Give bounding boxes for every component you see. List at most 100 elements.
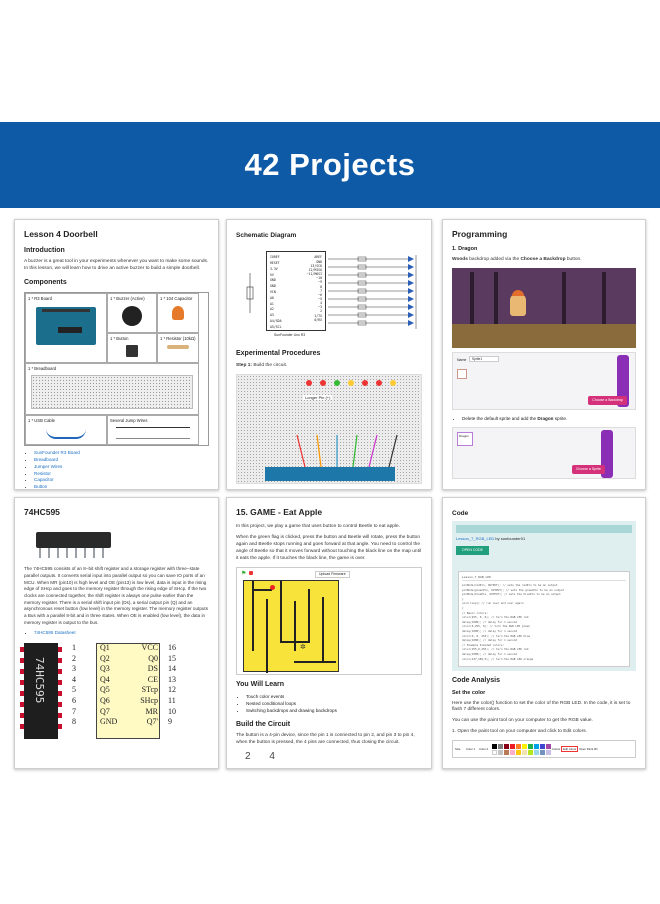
component-buzzer: 1 * Buzzer (Active) [107, 292, 157, 333]
lesson-link[interactable]: Lesson_7_RGB_LED [456, 536, 495, 542]
component-button: 1 * Button [107, 332, 157, 363]
learn-item: Touch color events [246, 694, 422, 701]
link-breadboard[interactable]: Breadboard [34, 456, 59, 462]
build-heading: Build the Circuit [236, 720, 291, 728]
code-panel: Code Lesson_7_RGB_LED by sunfounder01 OP… [442, 497, 646, 769]
breadboard-image [31, 374, 193, 409]
scratch-stage[interactable] [452, 268, 636, 349]
open-paint3d-button[interactable]: Open Paint 3D [579, 747, 598, 752]
learn-heading: You Will Learn [236, 681, 285, 689]
link-capacitor[interactable]: Capacitor [34, 477, 54, 483]
analysis-heading: Code Analysis [452, 677, 500, 685]
hc595-description: The 74HC595 consists of an 8−bit shift r… [24, 566, 209, 625]
board-label: SunFounder Uno R3 [274, 333, 306, 338]
component-label: Several Jump Wires [110, 417, 148, 423]
delete-sprite-text-end: sprite. [554, 416, 568, 422]
code-editor-frame: Lesson_7_RGB_LED by sunfounder01 OPEN CO… [452, 521, 636, 672]
green-flag-icon[interactable]: ⚑ [241, 571, 247, 578]
buzzer-image [122, 305, 142, 326]
character-sprite [510, 290, 526, 317]
component-label: 1 * Resistor (10kΩ) [160, 335, 196, 341]
game-title: 15. GAME - Eat Apple [236, 507, 323, 517]
edit-colors-button[interactable]: Edit colors [561, 746, 579, 753]
component-breadboard: 1 * Breadboard [25, 362, 199, 415]
link-r3-board[interactable]: SunFounder R3 Board [34, 449, 80, 455]
maze-map: ✲ [243, 580, 339, 674]
game-panel: 15. GAME - Eat Apple In this project, we… [226, 497, 432, 769]
component-links: SunFounder R3 Board Breadboard Jumper Wi… [24, 449, 209, 490]
programming-panel: Programming 1. Dragon Woods backdrop add… [442, 219, 646, 490]
build-text: The button is a 4-pin device, since the … [236, 733, 415, 745]
beetle-icon: ✲ [300, 644, 306, 652]
apple-icon [270, 585, 275, 591]
projects-banner: 42 Projects [0, 122, 660, 208]
backdrop-text-end: button. [566, 257, 582, 263]
color2-tool[interactable]: Color 2 [479, 747, 489, 752]
backdrop-text: backdrop added via the [469, 257, 520, 263]
sprite-thumbnail[interactable] [457, 369, 467, 380]
color1-tool[interactable]: Color 1 [466, 747, 476, 752]
analysis-p1: Here use the color() function to set the… [452, 700, 631, 713]
chip-drawing: 74HC595 [20, 643, 62, 740]
size-tool[interactable]: Size [455, 747, 461, 752]
banner-title: 42 Projects [244, 147, 416, 182]
capacitor-image [172, 305, 184, 320]
component-label: 1 * 104 Capacitor [160, 295, 193, 301]
backdrop-menu[interactable] [617, 355, 629, 408]
game-stage[interactable]: ⚑ Upload Firmware ✲ [236, 567, 422, 676]
colors-label: Colors [552, 747, 561, 752]
learn-list: Touch color events Nested conditional lo… [236, 694, 422, 715]
analysis-p3: 1. Open the paint tool on your computer … [452, 729, 587, 735]
sprite-selector-pane: Dragon Choose a Sprite [452, 427, 636, 480]
stop-icon[interactable] [249, 571, 253, 576]
page-numbers: 2 4 [245, 750, 283, 762]
component-label: 1 * Button [110, 335, 129, 341]
component-label: 1 * Buzzer (Active) [110, 295, 145, 301]
programming-title: Programming [452, 229, 508, 239]
photoresistor-symbol [246, 273, 254, 314]
procedures-heading: Experimental Procedures [236, 350, 321, 358]
component-label: 1 * Breadboard [28, 365, 57, 371]
choose-backdrop-button[interactable]: Choose a Backdrop [588, 396, 627, 406]
button-image [126, 344, 138, 357]
components-heading: Components [24, 279, 67, 287]
open-code-button[interactable]: OPEN CODE [456, 546, 490, 556]
upload-firmware-button[interactable]: Upload Firmware [315, 571, 350, 579]
step-label: Step 1: [236, 362, 252, 368]
file-tab[interactable]: Lesson_7_RGB_LED [462, 575, 626, 582]
step-text: Build the circuit. [253, 362, 288, 368]
learn-item: Switching backdrops and drawing backdrop… [246, 708, 422, 715]
ic-chip-photo [36, 526, 111, 559]
lesson4-title: Lesson 4 Doorbell [24, 229, 98, 239]
sprite-pane: Name Sprite1 Choose a Backdrop [452, 352, 636, 411]
author-text: by sunfounder01 [495, 536, 526, 542]
color-palette[interactable] [492, 743, 551, 755]
choose-backdrop-ref: Choose a Backdrop [520, 257, 566, 263]
component-label: 1 * USB Cable [28, 417, 55, 423]
sprite-name-field[interactable]: Sprite1 [469, 356, 499, 363]
intro-heading: Introduction [24, 247, 65, 255]
link-button[interactable]: Button [34, 484, 48, 490]
datasheet-link[interactable]: 74HC595 Datasheet [34, 630, 76, 636]
link-jumper-wires[interactable]: Jumper Wires [34, 463, 63, 469]
dragon-item: 1. Dragon [452, 246, 478, 253]
component-resistor: 1 * Resistor (10kΩ) [157, 332, 199, 363]
chip-label: 74HC595 [32, 657, 46, 704]
dragon-sprite-thumb[interactable]: Dragon [457, 432, 473, 447]
game-description: When the green flag is clicked, press th… [236, 535, 422, 562]
set-color-heading: Set the color [452, 689, 486, 696]
usb-cable-image [46, 427, 86, 439]
resistor-image [167, 344, 189, 349]
hc595-panel: 74HC595 The 74HC595 consists of an 8−bit… [14, 497, 219, 769]
editor-header [456, 525, 632, 534]
delete-sprite-text: Delete the default sprite and add the [462, 416, 537, 422]
learn-item: Nested conditional loops [246, 701, 422, 708]
paint-toolbar: Size Color 1 Color 2 Colors Edit colors … [452, 740, 636, 759]
choose-sprite-button[interactable]: Choose a Sprite [571, 465, 605, 475]
link-resistor[interactable]: Resistor [34, 470, 51, 476]
